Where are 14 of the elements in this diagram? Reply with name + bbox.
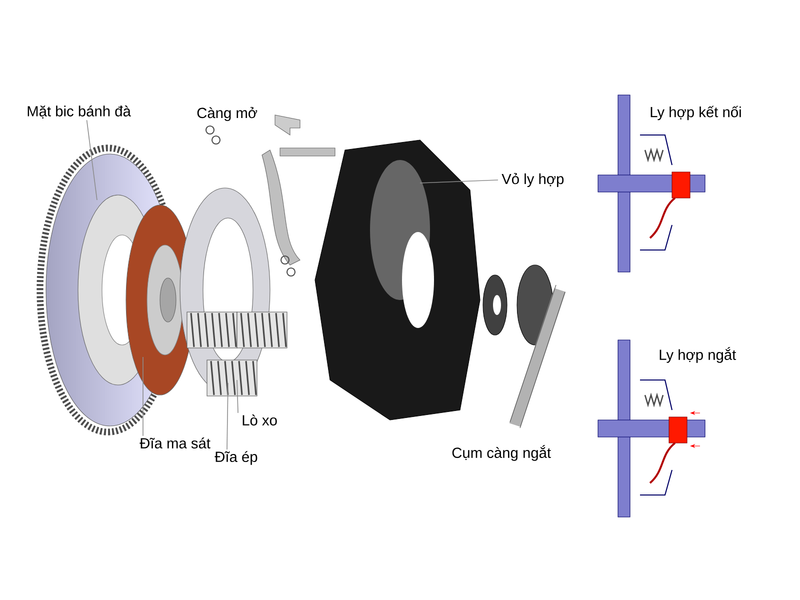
leader-line bbox=[142, 356, 144, 436]
leader-line bbox=[236, 380, 238, 414]
part-label: Càng mở bbox=[197, 106, 258, 122]
part-label: Ly hợp kết nối bbox=[650, 106, 741, 120]
leader-line bbox=[86, 120, 98, 200]
part-label: Ly hợp ngắt bbox=[660, 347, 736, 363]
part-label: Lò xo bbox=[242, 414, 277, 426]
part-label: Mặt bic bánh đà bbox=[28, 105, 131, 118]
part-label: Vỏ ly hợp bbox=[502, 172, 564, 188]
part-label: Cụm càng ngắt bbox=[452, 445, 551, 461]
part-label: Đĩa ma sát bbox=[140, 438, 210, 448]
leader-line bbox=[420, 180, 498, 184]
part-label: Đĩa ép bbox=[214, 451, 258, 465]
leader-line bbox=[226, 382, 228, 450]
